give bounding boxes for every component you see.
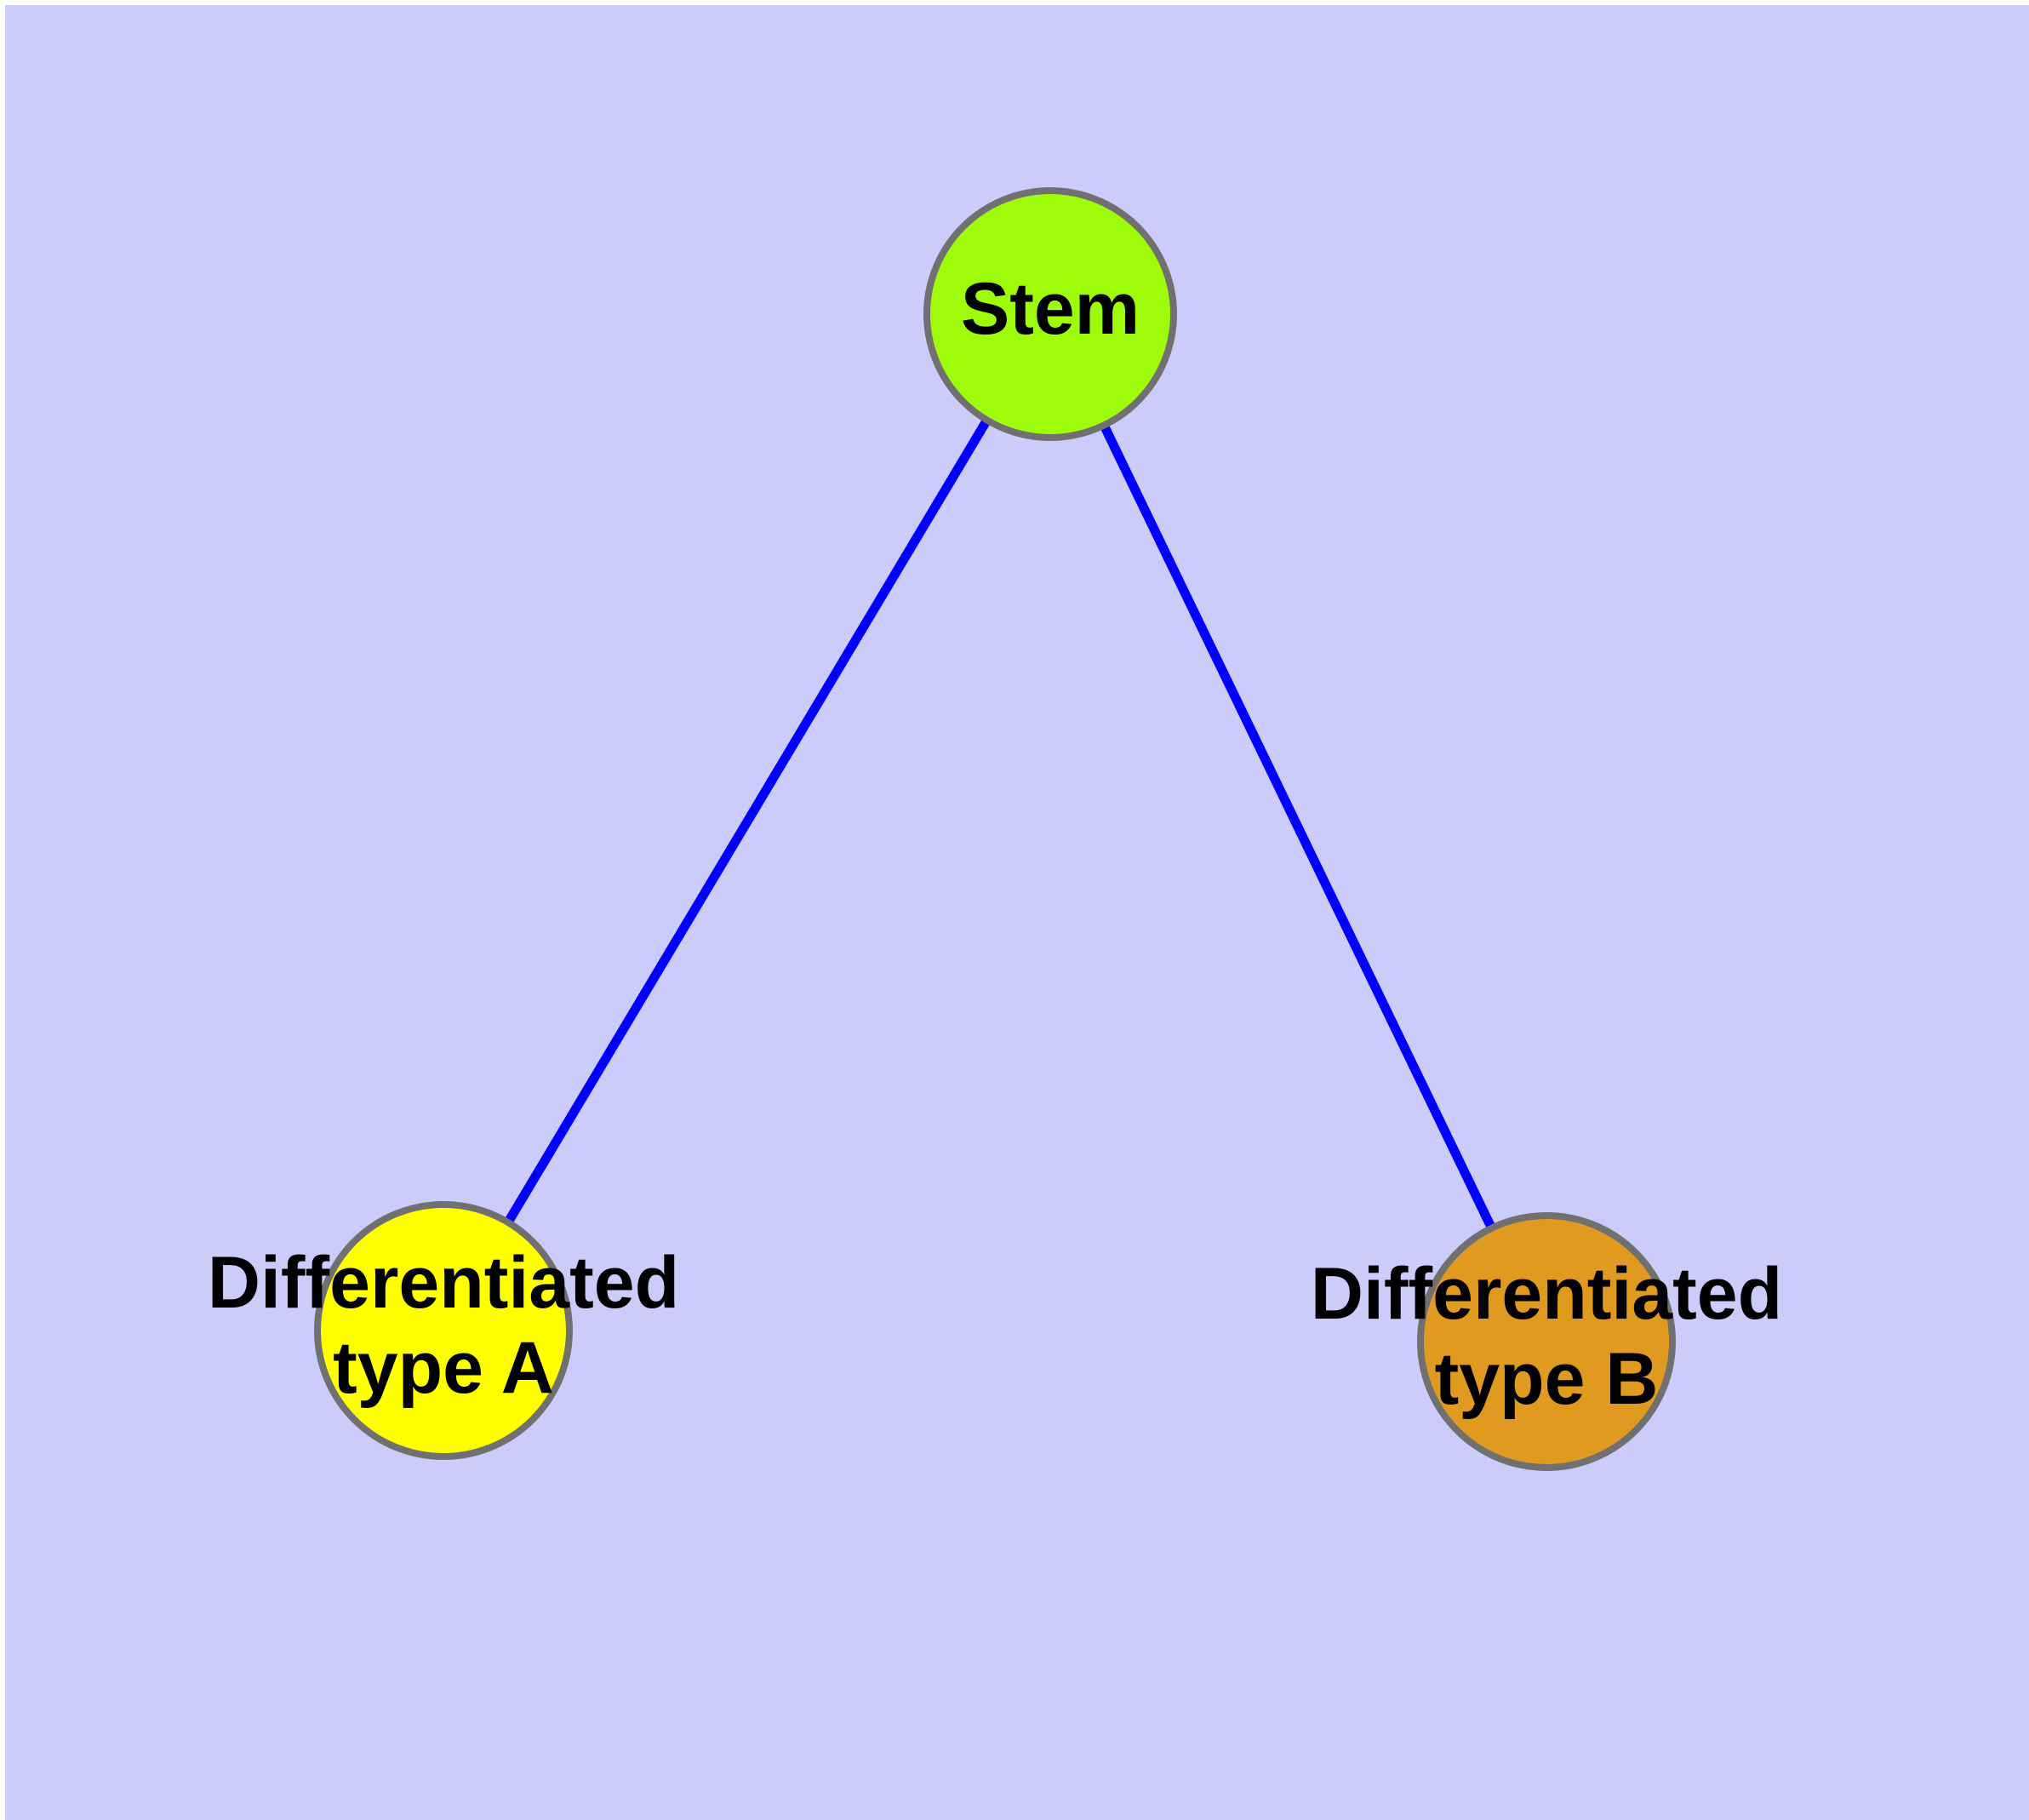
node-label-line: type B [1435, 1338, 1659, 1420]
graph-edge[interactable] [439, 312, 1055, 1333]
node-label-line: Stem [961, 268, 1140, 350]
node-label-line: Differentiated [208, 1242, 679, 1324]
node-circle-diff_a[interactable] [314, 1201, 573, 1460]
node-label-stem: Stem [961, 268, 1140, 350]
node-circle-stem[interactable] [923, 187, 1177, 441]
graph-node-stem[interactable]: Stem [923, 187, 1177, 441]
node-label-line: Differentiated [1311, 1253, 1782, 1335]
graph-edge[interactable] [1046, 312, 1551, 1344]
edge-layer [439, 312, 1551, 1344]
node-circle-diff_b[interactable] [1417, 1212, 1676, 1471]
node-label-line: type A [333, 1327, 554, 1409]
